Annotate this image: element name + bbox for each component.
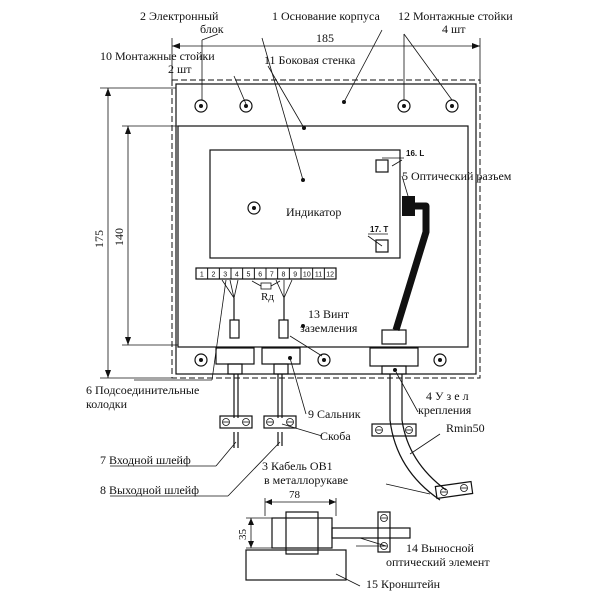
remote-optical-element (271, 511, 411, 555)
label-remote-element-2: оптический элемент (386, 555, 490, 569)
label-remote-element-1: 14 Выносной (406, 541, 475, 555)
label-electronic-block-2: блок (200, 22, 224, 36)
terminal-number: 2 (212, 272, 216, 279)
leader-lines (110, 29, 453, 587)
fastening-unit (369, 347, 419, 375)
mounting-posts-bottom (194, 353, 447, 367)
dimension-140: 140 (112, 125, 178, 346)
resistor-rd (260, 282, 272, 290)
terminal-number: 8 (282, 272, 286, 279)
electronic-block (209, 149, 401, 259)
label-clamp: Скоба (320, 429, 351, 443)
label-mounting-posts-2-2: 2 шт (168, 62, 192, 76)
dimension-175: 175 (92, 87, 176, 379)
terminal-number: 11 (315, 272, 322, 279)
label-grounding-screw-1: 13 Винт (308, 307, 350, 321)
optical-fiber (392, 202, 430, 332)
label-fastening-unit-2: крепления (418, 403, 472, 417)
terminal-number: 7 (270, 272, 274, 279)
label-housing-base: 1 Основание корпуса (272, 9, 381, 23)
terminal-number: 9 (293, 272, 297, 279)
label-output-loop: 8 Выходной шлейф (100, 483, 199, 497)
dimension-140-label: 140 (112, 228, 126, 246)
dimension-35: 35 (237, 517, 286, 549)
dimension-35-label: 35 (237, 529, 249, 541)
label-terminal-blocks-1: 6 Подсоединительные (86, 383, 199, 397)
label-rmin: Rmin50 (446, 421, 485, 435)
terminal-number: 4 (235, 272, 239, 279)
bracket (245, 549, 347, 581)
cable-clamp-input (219, 415, 253, 429)
terminal-cell (323, 267, 337, 280)
element-17-label: 17. T (370, 225, 388, 234)
label-bracket: 15 Кронштейн (366, 577, 441, 591)
resistor-label: Rд (261, 291, 274, 303)
label-electronic-block-1: 2 Электронный (140, 9, 219, 23)
cable-clamp-fiber (371, 423, 417, 437)
cable-clamp-output (263, 415, 297, 429)
dimension-78-label: 78 (289, 489, 301, 501)
terminal-wires (221, 279, 293, 339)
cable-gland-1 (215, 347, 255, 375)
terminal-number: 3 (223, 272, 227, 279)
label-optical-connector: 5 Оптический разъем (402, 169, 512, 183)
dimension-175-label: 175 (92, 230, 106, 248)
terminal-number: 5 (247, 272, 251, 279)
label-fastening-unit-1: 4 У з е л (426, 389, 469, 403)
label-mounting-posts-2-1: 10 Монтажные стойки (100, 49, 215, 63)
cable-gland-2 (261, 347, 301, 375)
dimension-185: 185 (171, 31, 481, 80)
label-grounding-screw-2: заземления (300, 321, 358, 335)
optical-connector (402, 196, 415, 216)
cable-clamp-right (434, 480, 474, 500)
terminal-number: 6 (258, 272, 262, 279)
label-gland: 9 Сальник (308, 407, 361, 421)
element-16 (375, 159, 389, 173)
label-mounting-posts-4-2: 4 шт (442, 22, 466, 36)
housing-base-outline (171, 79, 481, 379)
housing-base (175, 83, 477, 375)
label-cable-1: 3 Кабель ОВ1 (262, 459, 333, 473)
label-cable-2: в металлорукаве (264, 473, 348, 487)
side-wall (177, 125, 469, 348)
element-17 (375, 239, 389, 253)
element-16-label: 16. L (406, 149, 424, 158)
label-mounting-posts-4-1: 12 Монтажные стойки (398, 9, 513, 23)
dimension-78: 78 (264, 489, 337, 516)
fiber-terminal-block (381, 329, 407, 345)
indicator-hole (247, 201, 261, 215)
indicator-label: Индикатор (286, 205, 341, 219)
fiber-cable-sleeve (389, 374, 441, 501)
terminal-number: 10 (303, 272, 311, 279)
label-input-loop: 7 Входной шлейф (100, 453, 191, 467)
terminal-number: 12 (326, 272, 334, 279)
label-side-wall: 11 Боковая стенка (264, 53, 356, 67)
terminal-number: 1 (200, 272, 204, 279)
mounting-posts-top (194, 99, 459, 113)
dimension-185-label: 185 (316, 31, 334, 45)
label-terminal-blocks-2: колодки (86, 397, 128, 411)
